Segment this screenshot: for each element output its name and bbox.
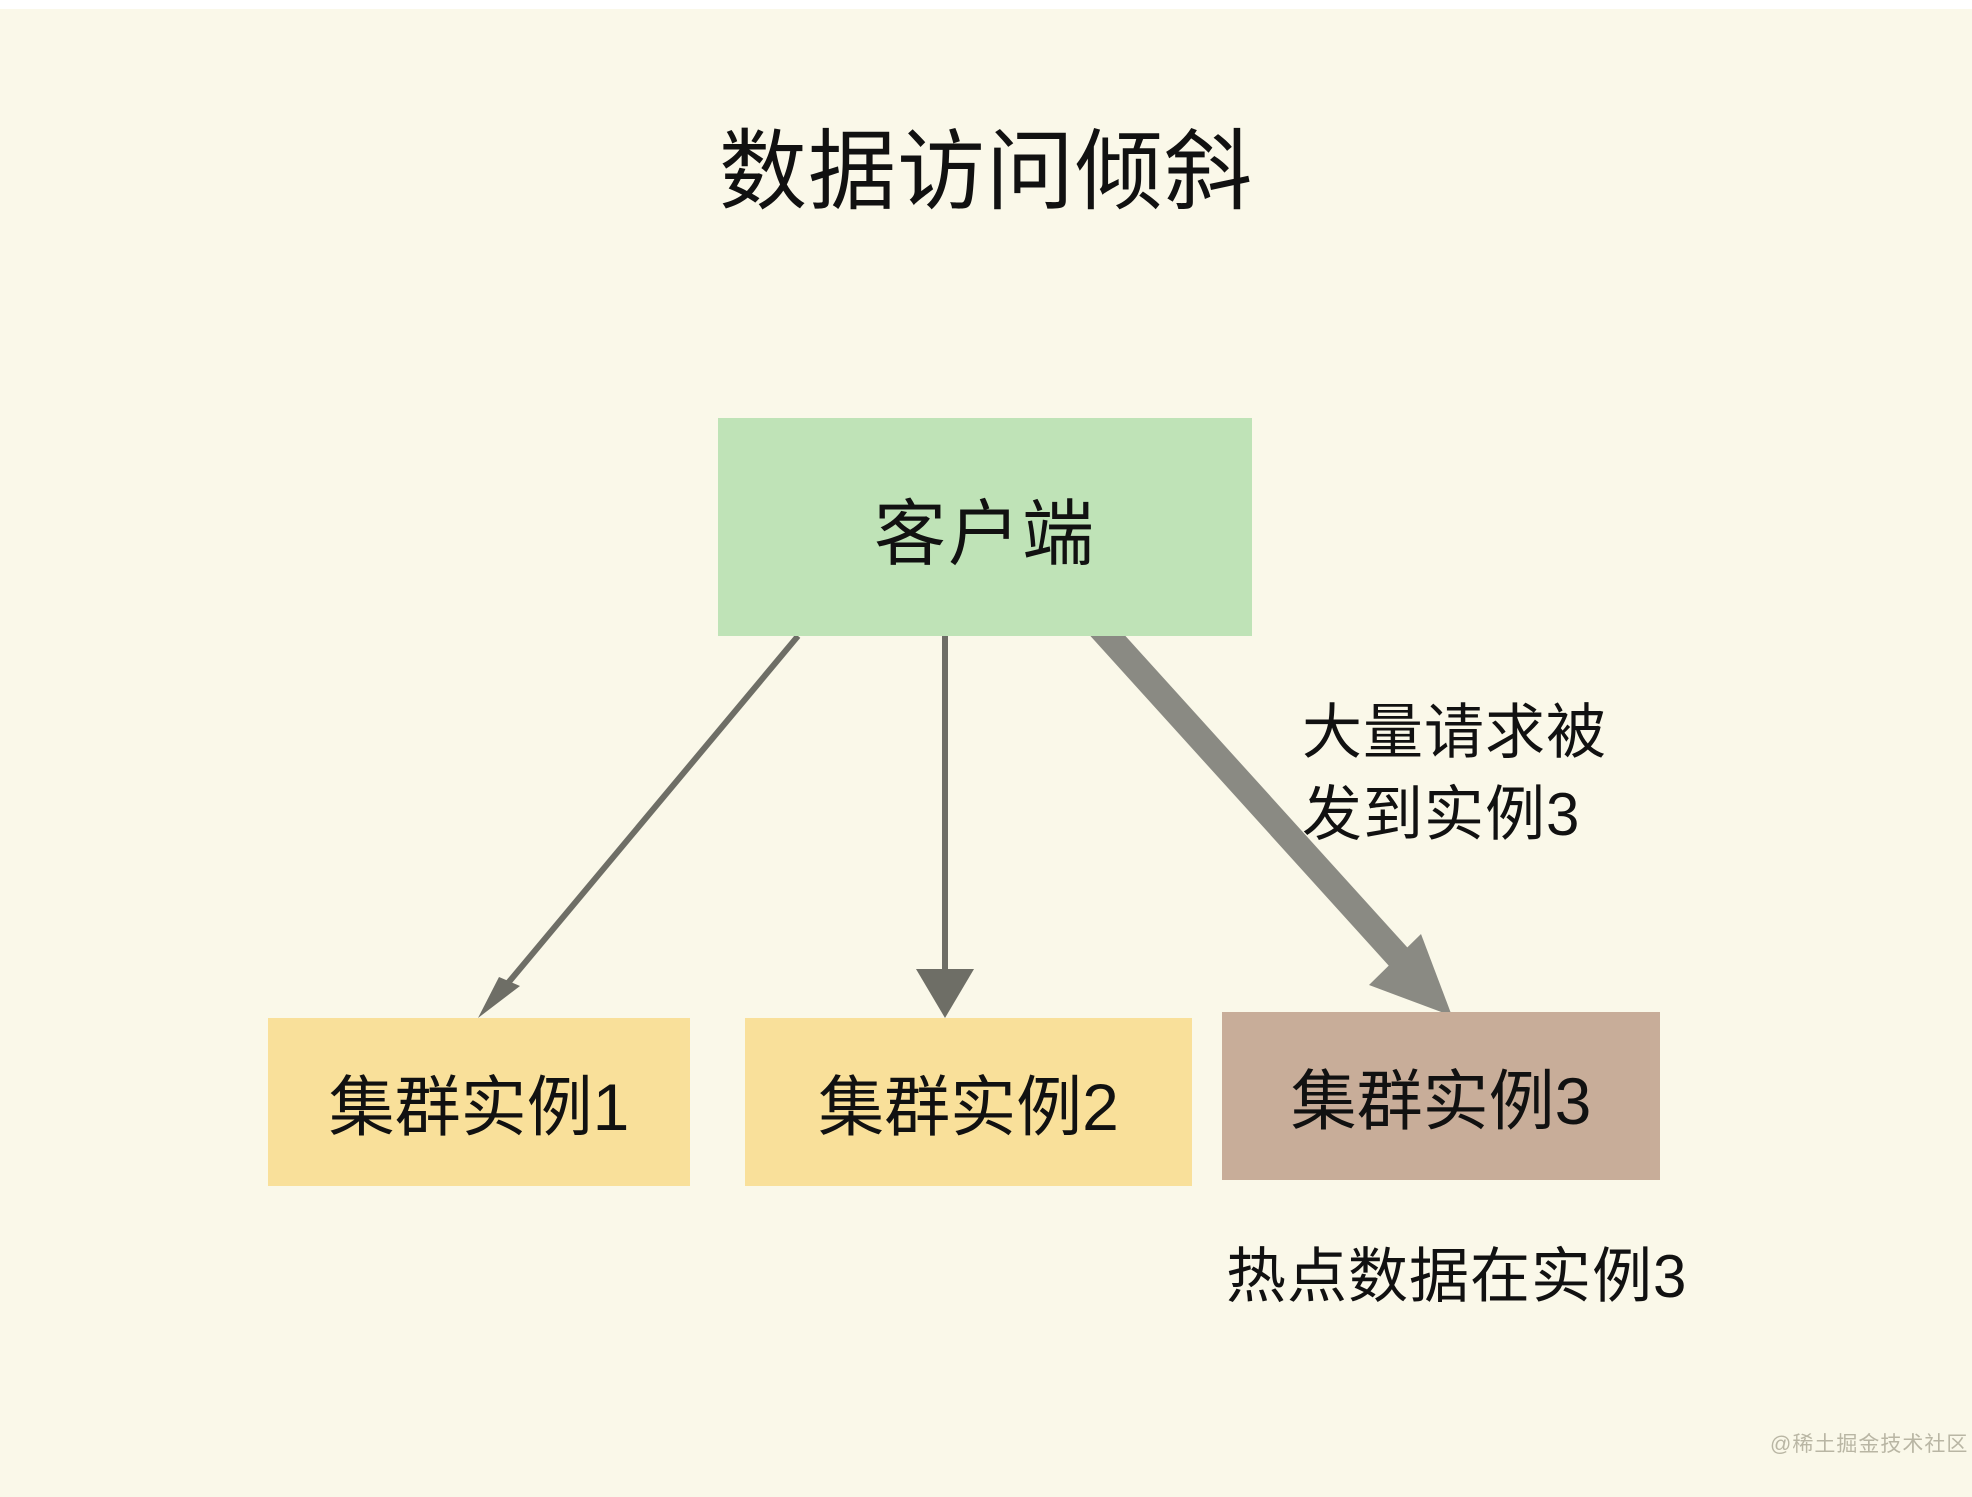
top-white-strip [0,0,1972,9]
arrow-client-to-instance-1 [478,634,801,1018]
annotation-hotspot: 热点数据在实例3 [1226,1243,1688,1310]
watermark: @稀土掘金技术社区 [1770,1433,1969,1456]
annotation-heavy-requests: 大量请求被 发到实例3 [1302,699,1607,848]
page-title: 数据访问倾斜 [718,122,1253,221]
node-instance-3[interactable]: 集群实例3 [1222,1012,1660,1180]
node-instance-1[interactable]: 集群实例1 [268,1018,690,1186]
node-instance-2[interactable]: 集群实例2 [745,1018,1192,1186]
arrow-client-to-instance-2 [916,636,974,1018]
node-client[interactable]: 客户端 [718,418,1252,636]
